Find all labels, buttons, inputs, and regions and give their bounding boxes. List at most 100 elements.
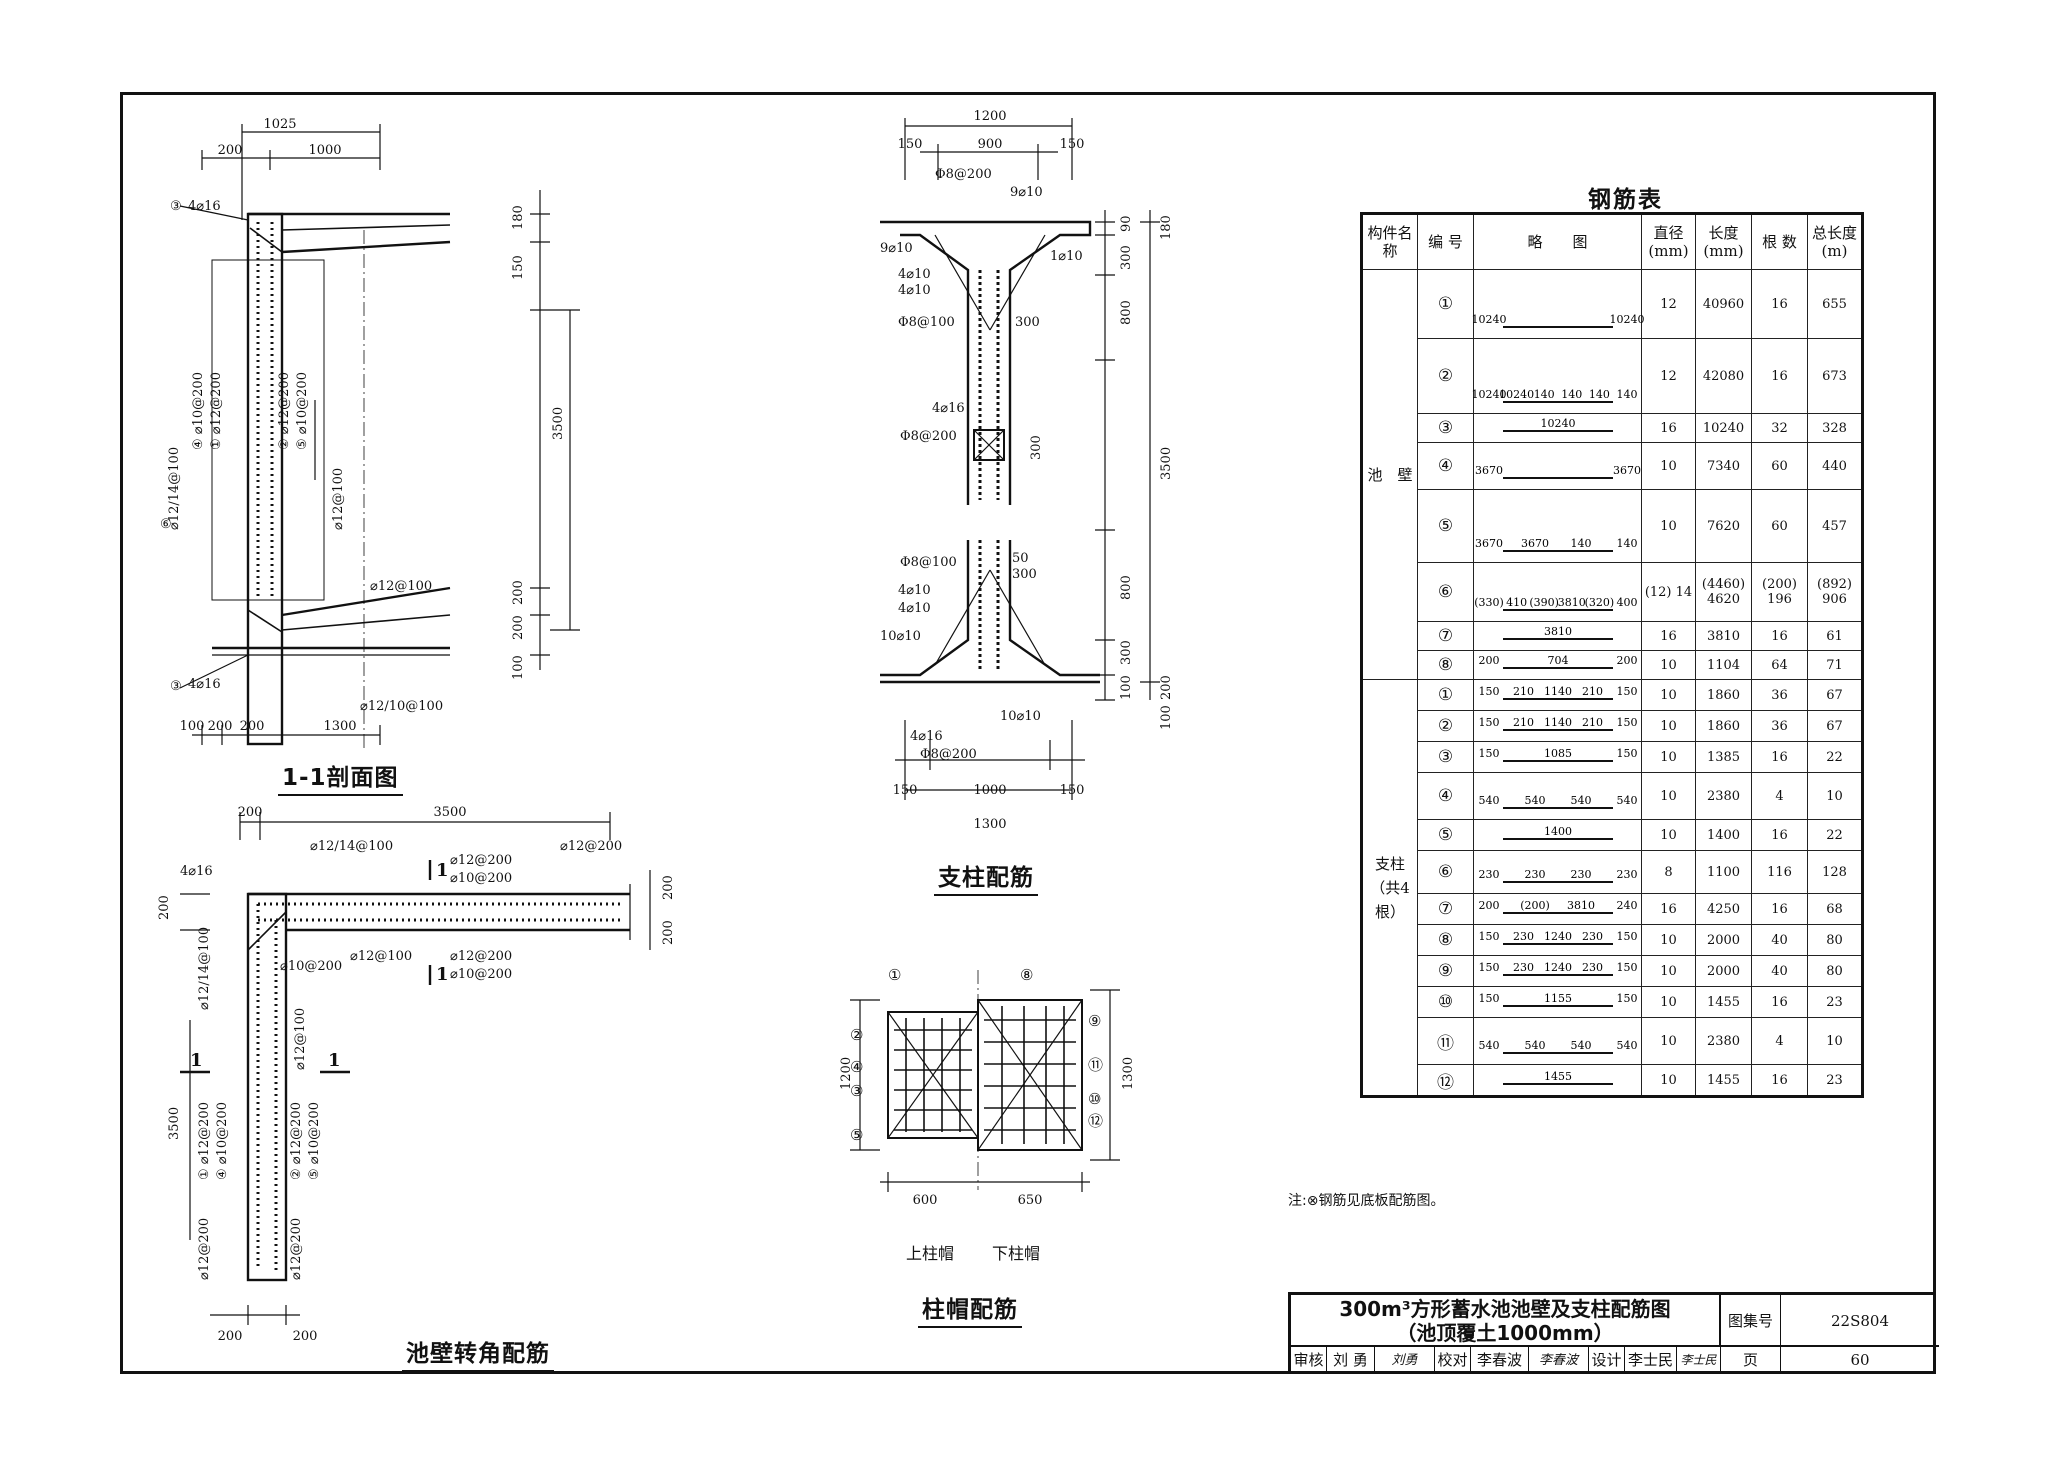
bar-total: 22	[1807, 819, 1863, 851]
col-dim-1200: 1200	[973, 109, 1006, 124]
bar-count: 40	[1751, 955, 1808, 987]
bar-count: 16	[1751, 338, 1808, 414]
bar-len: 1385	[1695, 741, 1752, 773]
header-no: 编 号	[1417, 213, 1474, 270]
col-dim-b150b: 150	[1060, 783, 1085, 798]
sketch-dimension: 210	[1513, 716, 1534, 729]
bar-len: 2000	[1695, 924, 1752, 956]
bar-dia: 10	[1641, 442, 1696, 490]
svg-text:⑤: ⑤	[850, 1126, 863, 1144]
label-bar-12b: ⌀12@100	[370, 579, 432, 594]
bar-total: 10	[1807, 772, 1863, 820]
bar-no: ④	[1417, 442, 1474, 490]
bar-no: ⑨	[1417, 955, 1474, 987]
bar-dia: 10	[1641, 679, 1696, 711]
bar-total: (892) 906	[1807, 562, 1863, 622]
dim-1025: 1025	[263, 117, 296, 132]
bar-dia: 10	[1641, 772, 1696, 820]
section-1-1-drawing: 1025 200 1000 ③ 4⌀16 ③ 4⌀16 ④ ⌀10@200 ① …	[160, 117, 580, 750]
sketch-dimension: 3670	[1521, 537, 1549, 550]
sketch-dimension: 10240	[1609, 313, 1644, 326]
col-dim-b1000: 1000	[973, 783, 1006, 798]
col-label-7b: 4⌀16	[910, 729, 943, 744]
sketch-dimension: 10240	[1540, 417, 1575, 430]
sketch-dimension: 150	[1478, 747, 1499, 760]
col-dim-r90: 90	[1119, 215, 1134, 232]
bar-count: 4	[1751, 772, 1808, 820]
col-label-r1: 1⌀10	[1050, 249, 1083, 264]
sketch-dimension: 240	[1616, 899, 1637, 912]
sketch-dimension: 200	[1616, 654, 1637, 667]
svg-text:③: ③	[850, 1082, 863, 1100]
corner-dim-200r: 200	[661, 875, 676, 900]
corner-label-v2b: ⌀12@200	[289, 1218, 304, 1280]
ref-3: ③	[170, 199, 182, 214]
bar-no: ③	[1417, 741, 1474, 773]
sketch-dimension: 3670	[1613, 464, 1641, 477]
corner-label-8: ⌀12@100	[350, 949, 412, 964]
label-bar-5: ⑤ ⌀10@200	[295, 372, 310, 450]
corner-label-a4: ⌀10@200	[450, 871, 512, 886]
rebar-row: ⑥(330)410(390)3810(320)400(12) 14(4460) …	[1362, 562, 1863, 622]
label-bar-1: ① ⌀12@200	[209, 372, 224, 450]
upper-capital-label: 上柱帽	[906, 1244, 955, 1263]
bar-dia: 16	[1641, 621, 1696, 651]
bar-count: 16	[1751, 621, 1808, 651]
designer: 李士民	[1625, 1347, 1677, 1374]
corner-label-b1: ⌀12@200	[560, 839, 622, 854]
wall-corner-drawing: 200 3500 4⌀16 ⌀12/14@100 ⌀12@200 ⌀10@200…	[157, 805, 676, 1344]
corner-dim-200l: 200	[157, 895, 172, 920]
rebar-table-header: 构件名称 编 号 略 图 直径(mm) 长度(mm) 根 数 总长度(m)	[1361, 213, 1863, 270]
bar-len: 2380	[1695, 772, 1752, 820]
sketch-dimension: 150	[1478, 716, 1499, 729]
svg-text:⑫: ⑫	[1088, 1112, 1103, 1130]
svg-text:①: ①	[888, 966, 901, 984]
group-column: 支柱（共4根）	[1361, 679, 1418, 1097]
sketch-dimension: (200)	[1520, 899, 1550, 912]
sketch-dimension: 540	[1524, 794, 1545, 807]
bar-count: 32	[1751, 413, 1808, 443]
corner-label-v4: ④ ⌀10@200	[215, 1102, 230, 1180]
col-dim-r3500: 3500	[1159, 447, 1174, 480]
corner-label-10: ⌀10@200	[280, 959, 342, 974]
bar-len: 2380	[1695, 1017, 1752, 1065]
bar-total: 61	[1807, 621, 1863, 651]
corner-label-1214: ⌀12/14@100	[310, 839, 393, 854]
sketch-dimension: 210	[1582, 685, 1603, 698]
corner-label-v6: ⌀12/14@100	[197, 927, 212, 1010]
drawing-frame	[120, 92, 1936, 1374]
sketch-dimension: 1455	[1544, 1070, 1572, 1083]
bar-no: ④	[1417, 772, 1474, 820]
bar-len: (4460) 4620	[1695, 562, 1752, 622]
sketch-dimension: 140	[1616, 388, 1637, 401]
sketch-dimension: 1155	[1544, 992, 1572, 1005]
col-dim-r100: 100	[1119, 675, 1134, 700]
bar-count: 116	[1751, 850, 1808, 894]
col-dim-150: 150	[898, 137, 923, 152]
col-dim-r200: 200	[1159, 675, 1174, 700]
bar-sketch-cell: 1400	[1473, 819, 1642, 851]
review-signature: 刘勇	[1375, 1347, 1435, 1374]
bar-count: 16	[1751, 1064, 1808, 1097]
sketch-dimension: 540	[1478, 1039, 1499, 1052]
col-label-6d: Φ8@200	[920, 747, 977, 762]
col-label-6b: Φ8@200	[900, 429, 957, 444]
col-dim-r180: 180	[1159, 215, 1174, 240]
col-label-300c: 300	[1012, 567, 1037, 582]
bar-len: 1860	[1695, 710, 1752, 742]
bar-no: ①	[1417, 269, 1474, 339]
cap-dim-650: 650	[1018, 1193, 1043, 1208]
